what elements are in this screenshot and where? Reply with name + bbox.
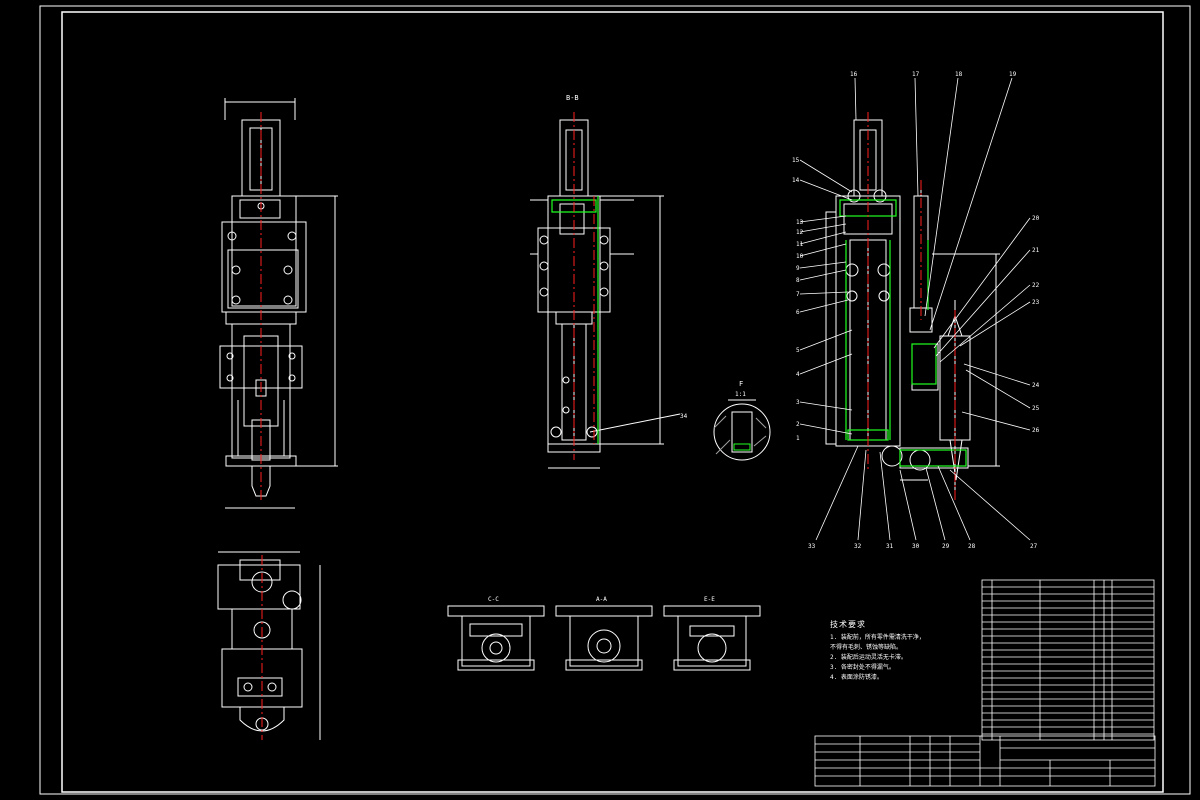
technical-requirements: 技术要求 1. 装配前，所有零件需清洗干净， 不得有毛刺、锈蚀等缺陷。 2. 装…: [830, 620, 980, 683]
callout-label: 31: [886, 543, 894, 550]
callout-label: 2: [796, 421, 800, 428]
callout-label: 22: [1032, 282, 1040, 289]
callouts-bottom: 33 32 31 30 29 28 27: [808, 543, 1038, 550]
section-aa-label: A-A: [596, 596, 607, 603]
assembly-section-view: [825, 119, 1000, 500]
inner-frame: [61, 11, 1164, 793]
callout-label: 21: [1032, 247, 1040, 254]
callout-label: 33: [808, 543, 816, 550]
callout-label: 23: [1032, 299, 1040, 306]
callout-label: 28: [968, 543, 976, 550]
outer-border: [39, 5, 1191, 795]
callout-label: 12: [796, 229, 804, 236]
title-block: [814, 735, 1156, 787]
callout-label: 16: [850, 71, 858, 78]
section-f-label: F: [739, 380, 743, 388]
callout-label: 10: [796, 253, 804, 260]
section-f-scale: 1:1: [735, 391, 746, 398]
section-bb-view: [530, 119, 681, 469]
callout-label: 1: [796, 435, 800, 442]
assembly-centerline: [867, 112, 956, 500]
callout-label: 18: [955, 71, 963, 78]
note-item: 4. 表面涂防锈漆。: [830, 674, 883, 681]
callout-label: 19: [1009, 71, 1017, 78]
note-item: 不得有毛刺、锈蚀等缺陷。: [830, 644, 903, 651]
callout-label: 24: [1032, 382, 1040, 389]
callout-label: 6: [796, 309, 800, 316]
callout-label: 34: [680, 413, 688, 420]
section-bb-hatch: [551, 196, 599, 444]
callout-label: 15: [792, 157, 800, 164]
callout-label: 8: [796, 277, 800, 284]
callouts-top-right: 16 17 18 19 20 21 22 23 24 25 26: [850, 71, 1040, 434]
callout-label: 4: [796, 371, 800, 378]
section-cc-label: C-C: [488, 596, 499, 603]
section-bb-label: B-B: [566, 94, 579, 102]
top-view: [217, 551, 321, 740]
section-cc-view: [447, 605, 545, 671]
callout-leaders: [799, 77, 1031, 541]
section-ee-label: E-E: [704, 596, 715, 603]
callout-label: 20: [1032, 215, 1040, 222]
callout-label: 29: [942, 543, 950, 550]
callout-label: 32: [854, 543, 862, 550]
section-bb-centerline: [573, 112, 595, 460]
front-view: [219, 98, 338, 509]
section-ee-view: [663, 605, 761, 671]
callout-label: 13: [796, 219, 804, 226]
callout-label: 5: [796, 347, 800, 354]
callout-label: 27: [1030, 543, 1038, 550]
note-item: 1. 装配前，所有零件需清洗干净，: [830, 634, 925, 641]
callout-label: 11: [796, 241, 804, 248]
callout-label: 14: [792, 177, 800, 184]
note-item: 3. 各密封处不得漏气。: [830, 664, 895, 671]
callouts-left: 15 14 13 12 11 10 9 8 7 6 5 4 3 2 1: [792, 157, 804, 442]
callout-label: 25: [1032, 405, 1040, 412]
callout-label: 26: [1032, 427, 1040, 434]
section-f-view: [713, 399, 771, 461]
note-item: 2. 装配后运动灵活无卡滞。: [830, 654, 907, 661]
callout-label: 3: [796, 399, 800, 406]
notes-heading: 技术要求: [830, 620, 866, 629]
section-aa-view: [555, 605, 653, 671]
callout-label: 7: [796, 291, 800, 298]
parts-list-table: [981, 579, 1155, 741]
callout-label: 30: [912, 543, 920, 550]
callout-label: 17: [912, 71, 920, 78]
callout-label: 9: [796, 265, 800, 272]
